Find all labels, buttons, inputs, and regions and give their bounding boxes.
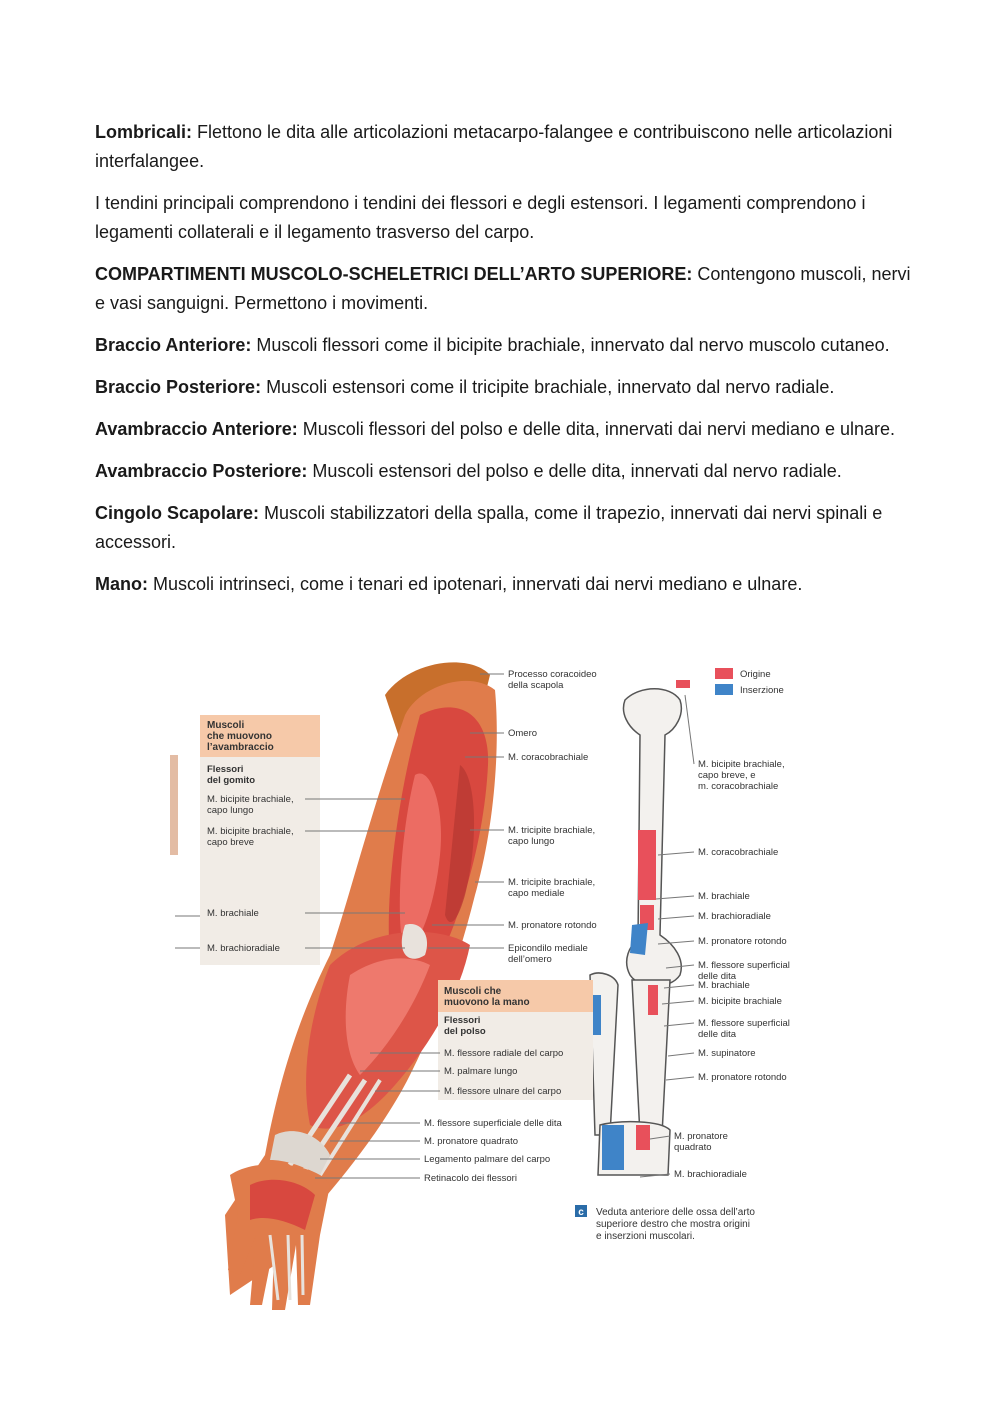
label-hand-structure: Retinacolo dei flessori bbox=[424, 1173, 517, 1184]
label-hand-structure: M. flessore radiale del carpo bbox=[444, 1048, 563, 1059]
label-arm-structure: M. tricipite brachiale,capo mediale bbox=[508, 877, 595, 899]
paragraph-text: Muscoli estensori del polso e delle dita… bbox=[307, 461, 842, 481]
paragraph-text: Muscoli estensori come il tricipite brac… bbox=[261, 377, 835, 397]
leader-line bbox=[657, 915, 695, 920]
paragraph: COMPARTIMENTI MUSCOLO-SCHELETRICI DELL’A… bbox=[95, 260, 915, 318]
label-arm-structure: M. pronatore rotondo bbox=[508, 920, 597, 931]
label-bone-attachment: M. brachiale bbox=[698, 980, 750, 991]
paragraph: I tendini principali comprendono i tendi… bbox=[95, 189, 915, 247]
paragraph-text: Contengono muscoli, nervi e vasi sanguig… bbox=[95, 264, 911, 313]
legend-insertion-label: Inserzione bbox=[740, 685, 784, 696]
label-bone-attachment: M. coracobrachiale bbox=[698, 847, 778, 858]
leader-lines bbox=[175, 673, 695, 1179]
legend-origin-swatch bbox=[715, 668, 733, 679]
legend-insertion-swatch bbox=[715, 684, 733, 695]
label-bone-attachment: M. brachioradiale bbox=[674, 1169, 747, 1180]
leader-line bbox=[639, 1173, 671, 1178]
label-hand-structure: M. flessore ulnare del carpo bbox=[444, 1086, 561, 1097]
label-bone-attachment: M. pronatore rotondo bbox=[698, 1072, 787, 1083]
leader-line bbox=[663, 984, 695, 989]
paragraph: Braccio Posteriore: Muscoli estensori co… bbox=[95, 373, 915, 402]
paragraph: Avambraccio Anteriore: Muscoli flessori … bbox=[95, 415, 915, 444]
paragraph: Braccio Anteriore: Muscoli flessori come… bbox=[95, 331, 915, 360]
leader-line bbox=[661, 1000, 695, 1005]
label-bone-attachment: M. pronatore rotondo bbox=[698, 936, 787, 947]
label-arm-structure: Omero bbox=[508, 728, 537, 739]
label-bone-attachment: M. brachioradiale bbox=[698, 911, 771, 922]
paragraph-text: Muscoli intrinseci, come i tenari ed ipo… bbox=[148, 574, 803, 594]
paragraph-heading: Avambraccio Anteriore: bbox=[95, 419, 298, 439]
label-hand-structure: M. flessore superficiale delle dita bbox=[424, 1118, 563, 1129]
leader-line bbox=[665, 1076, 695, 1081]
label-bone-attachment: M. brachiale bbox=[698, 891, 750, 902]
text-body: Lombricali: Flettono le dita alle artico… bbox=[95, 118, 915, 612]
leader-line bbox=[655, 895, 695, 900]
paragraph-text: I tendini principali comprendono i tendi… bbox=[95, 193, 866, 242]
caption-badge bbox=[575, 1205, 587, 1217]
paragraph: Avambraccio Posteriore: Muscoli estensor… bbox=[95, 457, 915, 486]
leader-line bbox=[663, 1022, 695, 1027]
paragraph: Mano: Muscoli intrinseci, come i tenari … bbox=[95, 570, 915, 599]
label-left-muscle: M. bicipite brachiale,capo lungo bbox=[207, 794, 294, 816]
label-arm-structure: M. tricipite brachiale,capo lungo bbox=[508, 825, 595, 847]
leader-line bbox=[657, 851, 695, 856]
paragraph-heading: Avambraccio Posteriore: bbox=[95, 461, 308, 481]
paragraph-heading: Braccio Posteriore: bbox=[95, 377, 262, 397]
paragraph-heading: COMPARTIMENTI MUSCOLO-SCHELETRICI DELL’A… bbox=[95, 264, 693, 284]
paragraph-text: Muscoli flessori del polso e delle dita,… bbox=[297, 419, 896, 439]
paragraph-text: Muscoli stabilizzatori della spalla, com… bbox=[95, 503, 883, 552]
leader-line bbox=[649, 1135, 671, 1140]
paragraph-heading: Cingolo Scapolare: bbox=[95, 503, 260, 523]
leader-line bbox=[665, 964, 695, 969]
leader-line bbox=[657, 940, 695, 945]
label-hand-structure: Legamento palmare del carpo bbox=[424, 1154, 550, 1165]
label-hand-structure: M. pronatore quadrato bbox=[424, 1136, 518, 1147]
paragraph-heading: Mano: bbox=[95, 574, 148, 594]
caption-badge-letter: c bbox=[578, 1207, 584, 1218]
label-left-muscle: M. brachiale bbox=[207, 908, 259, 919]
paragraph: Cingolo Scapolare: Muscoli stabilizzator… bbox=[95, 499, 915, 557]
paragraph-text: Flettono le dita alle articolazioni meta… bbox=[95, 122, 893, 171]
label-arm-structure: M. coracobrachiale bbox=[508, 752, 588, 763]
label-left-muscle: M. brachioradiale bbox=[207, 943, 280, 954]
label-bone-attachment: M. supinatore bbox=[698, 1048, 756, 1059]
paragraph-text: Muscoli flessori come il bicipite brachi… bbox=[251, 335, 890, 355]
label-left-muscle: M. bicipite brachiale,capo breve bbox=[207, 826, 294, 848]
leader-line bbox=[684, 694, 695, 765]
label-hand-structure: M. palmare lungo bbox=[444, 1066, 517, 1077]
bone-illustration bbox=[589, 680, 690, 1176]
legend-origin-label: Origine bbox=[740, 669, 771, 680]
paragraph-heading: Braccio Anteriore: bbox=[95, 335, 252, 355]
paragraph-heading: Lombricali: bbox=[95, 122, 193, 142]
paragraph: Lombricali: Flettono le dita alle artico… bbox=[95, 118, 915, 176]
label-bone-attachment: M. bicipite brachiale bbox=[698, 996, 782, 1007]
arm-illustration bbox=[170, 662, 497, 1310]
leader-line bbox=[667, 1052, 695, 1057]
